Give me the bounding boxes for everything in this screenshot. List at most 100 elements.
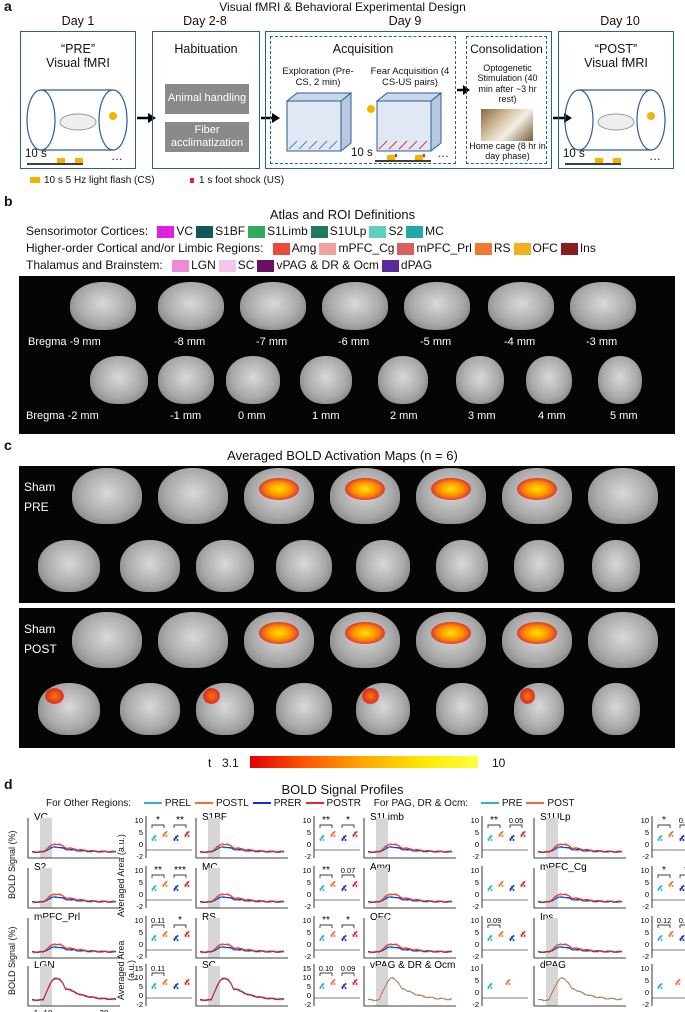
sig-label: * xyxy=(346,815,350,826)
roi-swatch-mpfc-cg xyxy=(319,242,337,255)
area-point xyxy=(333,935,336,937)
bold-slice xyxy=(276,540,332,592)
area-point xyxy=(490,935,493,937)
area-point xyxy=(490,885,493,887)
area-tick: 10 xyxy=(641,916,649,925)
area-point xyxy=(176,939,179,941)
area-point xyxy=(498,934,501,936)
area-point xyxy=(321,936,323,938)
group-pre-label-2: PRE xyxy=(24,500,49,514)
sig-label: ** xyxy=(322,865,330,876)
area-point xyxy=(321,836,323,838)
area-point xyxy=(670,882,672,884)
area-tick: 10 xyxy=(135,816,143,825)
area-point xyxy=(522,832,524,834)
area-point xyxy=(523,885,526,887)
area-point xyxy=(154,835,157,837)
area-tick: -2 xyxy=(304,902,311,911)
region-title: Ins xyxy=(540,912,553,923)
area-point xyxy=(175,886,177,888)
pre-title-2: Visual fMRI xyxy=(46,56,110,70)
area-point xyxy=(679,838,682,840)
area-tick: 0 xyxy=(307,840,311,849)
sig-label: 0.10 xyxy=(679,816,685,825)
cs-swatch xyxy=(30,177,40,183)
area-point xyxy=(355,935,358,937)
area-point xyxy=(164,882,166,884)
area-point xyxy=(511,886,513,888)
area-tick: 5 xyxy=(475,878,479,887)
area-tick: -2 xyxy=(472,902,479,911)
area-point xyxy=(512,885,515,887)
bold-trace xyxy=(367,843,453,854)
atlas-slice xyxy=(226,356,280,404)
roi-swatch-s1ulp xyxy=(310,225,328,238)
area-point xyxy=(501,935,504,937)
area-tick: -2 xyxy=(136,952,143,961)
roi-label: mPFC_Cg xyxy=(338,241,395,255)
area-point xyxy=(165,885,168,887)
area-tick: 0 xyxy=(139,991,143,1000)
region-title: S1BF xyxy=(202,812,227,823)
area-point xyxy=(682,939,685,941)
area-point xyxy=(162,834,165,836)
area-point xyxy=(341,938,344,940)
area-point xyxy=(501,881,504,883)
area-point xyxy=(186,932,188,934)
slice-label: 0 mm xyxy=(238,410,266,422)
atlas-slice xyxy=(378,356,428,404)
area-point xyxy=(681,936,683,938)
area-tick: -2 xyxy=(136,902,143,911)
area-point xyxy=(187,885,190,887)
area-point xyxy=(675,982,678,984)
area-point xyxy=(657,838,660,840)
area-tick: -2 xyxy=(642,902,649,911)
day9-box xyxy=(265,31,552,169)
bold-slice xyxy=(72,468,142,524)
area-point xyxy=(173,838,176,840)
area-point xyxy=(500,932,502,934)
legend-cs: 10 s 5 Hz light flash (CS) xyxy=(30,175,155,186)
area-point xyxy=(322,889,325,891)
area-point xyxy=(341,838,344,840)
sig-bracket xyxy=(341,824,355,828)
area-tick: -2 xyxy=(472,952,479,961)
area-tick: 0 xyxy=(139,890,143,899)
atlas-slice xyxy=(570,282,636,330)
bold-slice xyxy=(502,468,572,524)
area-tick: 5 xyxy=(307,828,311,837)
area-point xyxy=(330,834,333,836)
sig-bracket xyxy=(319,874,333,878)
post-fmri-box: “POST” Visual fMRI 10 s … xyxy=(558,31,674,169)
area-point xyxy=(659,886,661,888)
area-tick: 0 xyxy=(307,991,311,1000)
sig-bracket xyxy=(679,924,685,928)
legend-line xyxy=(194,802,213,805)
region-title: VC xyxy=(34,812,48,823)
area-point xyxy=(151,986,154,988)
area-point xyxy=(332,882,334,884)
slice-label: -7 mm xyxy=(256,336,288,348)
area-point xyxy=(154,939,157,941)
area-point xyxy=(508,979,511,981)
legend-cs-text: 10 s 5 Hz light flash (CS) xyxy=(44,175,155,186)
bold-trace xyxy=(537,943,623,954)
roi-heading: Thalamus and Brainstem: xyxy=(26,258,163,272)
sig-label: 0.11 xyxy=(151,916,165,925)
area-tick: 10 xyxy=(135,866,143,875)
bold-slice xyxy=(514,683,564,735)
region-title: OFC xyxy=(370,912,391,923)
roi-swatch-s2 xyxy=(369,225,387,238)
roi-label: Ins xyxy=(579,241,596,255)
area-point xyxy=(176,835,179,837)
bold-slice xyxy=(436,540,488,592)
stim-shade xyxy=(40,966,52,1006)
area-point xyxy=(352,934,355,936)
area-tick: 0 xyxy=(307,890,311,899)
roi-swatch-s1bf xyxy=(196,225,214,238)
exploration-label: Exploration (Pre-CS, 2 min) xyxy=(282,66,354,88)
area-point xyxy=(173,986,176,988)
area-point xyxy=(682,889,685,891)
sig-label: * xyxy=(662,865,666,876)
area-point xyxy=(322,987,325,989)
